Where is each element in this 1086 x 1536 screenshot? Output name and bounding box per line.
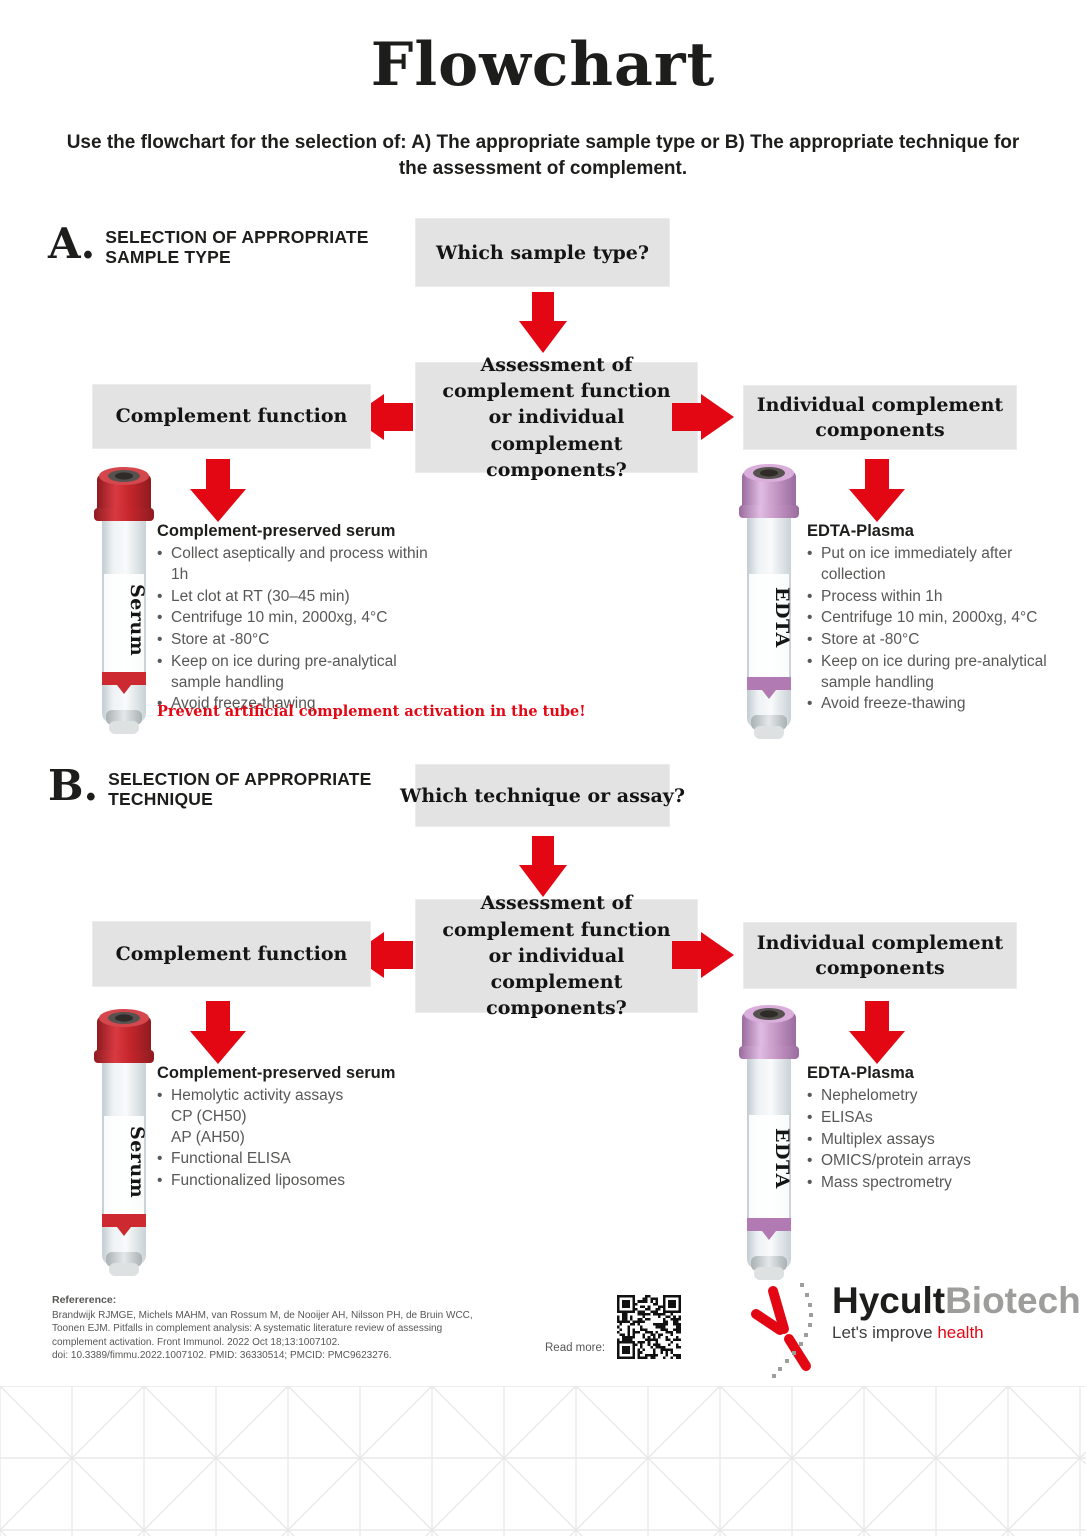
antibody-icon (744, 1282, 820, 1383)
list-item: •Hemolytic activity assays CP (CH50) AP … (157, 1086, 437, 1148)
reference-text: Brandwijk RJMGE, Michels MAHM, van Rossu… (52, 1310, 473, 1361)
bullet-icon: • (157, 631, 163, 649)
down-arrow-icon (849, 459, 905, 523)
list-item: •Collect aseptically and process within … (157, 544, 429, 586)
list-title: Complement-preserved serum (157, 1064, 396, 1082)
serum-preparation-list: Complement-preserved serum •Collect asep… (157, 522, 429, 716)
edta-tube-illustration: EDTA (731, 1000, 807, 1293)
bullet-icon: • (807, 1130, 813, 1148)
edta-technique-list: EDTA-Plasma •Nephelometry•ELISAs•Multipl… (807, 1064, 1072, 1195)
list-title: EDTA-Plasma (807, 522, 914, 540)
edta-tube-illustration: EDTA (731, 459, 807, 752)
down-arrow-icon (519, 836, 567, 898)
right-arrow-icon (672, 394, 734, 440)
section-b-letter: B. (48, 761, 99, 810)
reference-label: Refererence: (52, 1294, 117, 1306)
serum-tube-illustration: Serum (86, 1004, 162, 1287)
down-arrow-icon (190, 459, 246, 523)
list-item: •Mass spectrometry (807, 1173, 1072, 1194)
branch-box-individual-components-a: Individual complement components (743, 385, 1017, 450)
left-arrow-icon (351, 932, 413, 978)
branch-box-complement-function-b: Complement function (92, 921, 371, 987)
branch-box-individual-components-b: Individual complement components (743, 922, 1017, 989)
list-item: •Functionalized liposomes (157, 1171, 437, 1192)
down-arrow-icon (190, 1001, 246, 1065)
list-item: •Process within 1h (807, 587, 1065, 608)
bullet-icon: • (807, 609, 813, 627)
bullet-icon: • (807, 695, 813, 713)
logo-tagline: Let's improve health (832, 1323, 984, 1342)
left-arrow-icon (351, 394, 413, 440)
down-arrow-icon (519, 292, 567, 354)
hycult-biotech-logo: HycultBiotech Let's improve health (744, 1282, 1081, 1383)
list-item: •Avoid freeze-thawing (807, 694, 1065, 715)
list-item: •Centrifuge 10 min, 2000xg, 4°C (157, 608, 429, 629)
bullet-icon: • (807, 652, 813, 670)
list-item: •Nephelometry (807, 1086, 1072, 1107)
bullet-list: •Collect aseptically and process within … (157, 544, 429, 715)
right-arrow-icon (672, 932, 734, 978)
list-item: •Keep on ice during pre-analytical sampl… (807, 652, 1065, 694)
bullet-icon: • (807, 545, 813, 562)
bullet-icon: • (807, 1108, 813, 1126)
bullet-icon: • (157, 587, 163, 605)
logo-name-hycult: Hycult (832, 1280, 946, 1321)
list-item: •OMICS/protein arrays (807, 1151, 1072, 1172)
down-arrow-icon (849, 1001, 905, 1065)
logo-tagline-accent: health (937, 1323, 984, 1342)
section-a-heading: SELECTION OF APPROPRIATE SAMPLE TYPE (105, 227, 369, 268)
list-title: EDTA-Plasma (807, 1064, 914, 1082)
bullet-list: •Nephelometry•ELISAs•Multiplex assays•OM… (807, 1086, 1072, 1194)
section-b-heading: SELECTION OF APPROPRIATE TECHNIQUE (108, 769, 372, 810)
serum-technique-list: Complement-preserved serum •Hemolytic ac… (157, 1064, 437, 1193)
edta-tube-label: EDTA (771, 587, 793, 648)
list-item: •Avoid freeze-thawing (157, 694, 429, 715)
list-title: Complement-preserved serum (157, 522, 396, 540)
bullet-icon: • (157, 1172, 163, 1190)
list-item: •Functional ELISA (157, 1149, 437, 1170)
bullet-list: •Put on ice immediately after collection… (807, 544, 1065, 715)
serum-tube-label: Serum (126, 584, 148, 656)
warning-text: Prevent artificial complement activation… (157, 703, 586, 720)
bullet-icon: • (807, 1174, 813, 1192)
list-item: •Put on ice immediately after collection (807, 544, 1065, 586)
logo-name-biotech: Biotech (945, 1280, 1081, 1321)
serum-tube-label: Serum (126, 1126, 148, 1198)
bullet-icon: • (157, 1150, 163, 1168)
list-item: •Store at -80°C (807, 630, 1065, 651)
bullet-icon: • (157, 695, 163, 713)
list-item: •Keep on ice during pre-analytical sampl… (157, 652, 429, 694)
list-item: •Store at -80°C (157, 630, 429, 651)
read-more-label: Read more: (545, 1342, 606, 1354)
question-box-sample-type: Which sample type? (415, 218, 670, 287)
serum-tube-illustration: Serum (86, 462, 162, 745)
section-a-label: A. SELECTION OF APPROPRIATE SAMPLE TYPE (48, 219, 369, 268)
bullet-list: •Hemolytic activity assays CP (CH50) AP … (157, 1086, 437, 1192)
question-box-technique: Which technique or assay? (400, 764, 685, 827)
bullet-icon: • (157, 545, 163, 562)
bullet-icon: • (807, 1087, 813, 1104)
bullet-icon: • (807, 631, 813, 649)
edta-preparation-list: EDTA-Plasma •Put on ice immediately afte… (807, 522, 1065, 716)
section-b-label: B. SELECTION OF APPROPRIATE TECHNIQUE (48, 761, 372, 810)
decision-box-a: Assessment of complement function or ind… (415, 354, 698, 481)
bullet-icon: • (157, 652, 163, 670)
page-subtitle: Use the flowchart for the selection of: … (66, 132, 1020, 179)
decision-box-b: Assessment of complement function or ind… (415, 892, 698, 1019)
list-item: •ELISAs (807, 1108, 1072, 1129)
page-title: Flowchart (370, 30, 716, 100)
bullet-icon: • (807, 1152, 813, 1170)
list-item: •Multiplex assays (807, 1130, 1072, 1151)
bullet-icon: • (157, 609, 163, 627)
list-item: •Centrifuge 10 min, 2000xg, 4°C (807, 608, 1065, 629)
section-a-letter: A. (48, 219, 96, 268)
edta-tube-label: EDTA (771, 1128, 793, 1189)
list-item: •Let clot at RT (30–45 min) (157, 587, 429, 608)
qr-code-icon (612, 1290, 686, 1369)
decorative-footer-pattern (0, 1386, 1086, 1536)
bullet-icon: • (807, 587, 813, 605)
bullet-icon: • (157, 1087, 163, 1104)
branch-box-complement-function-a: Complement function (92, 384, 371, 449)
